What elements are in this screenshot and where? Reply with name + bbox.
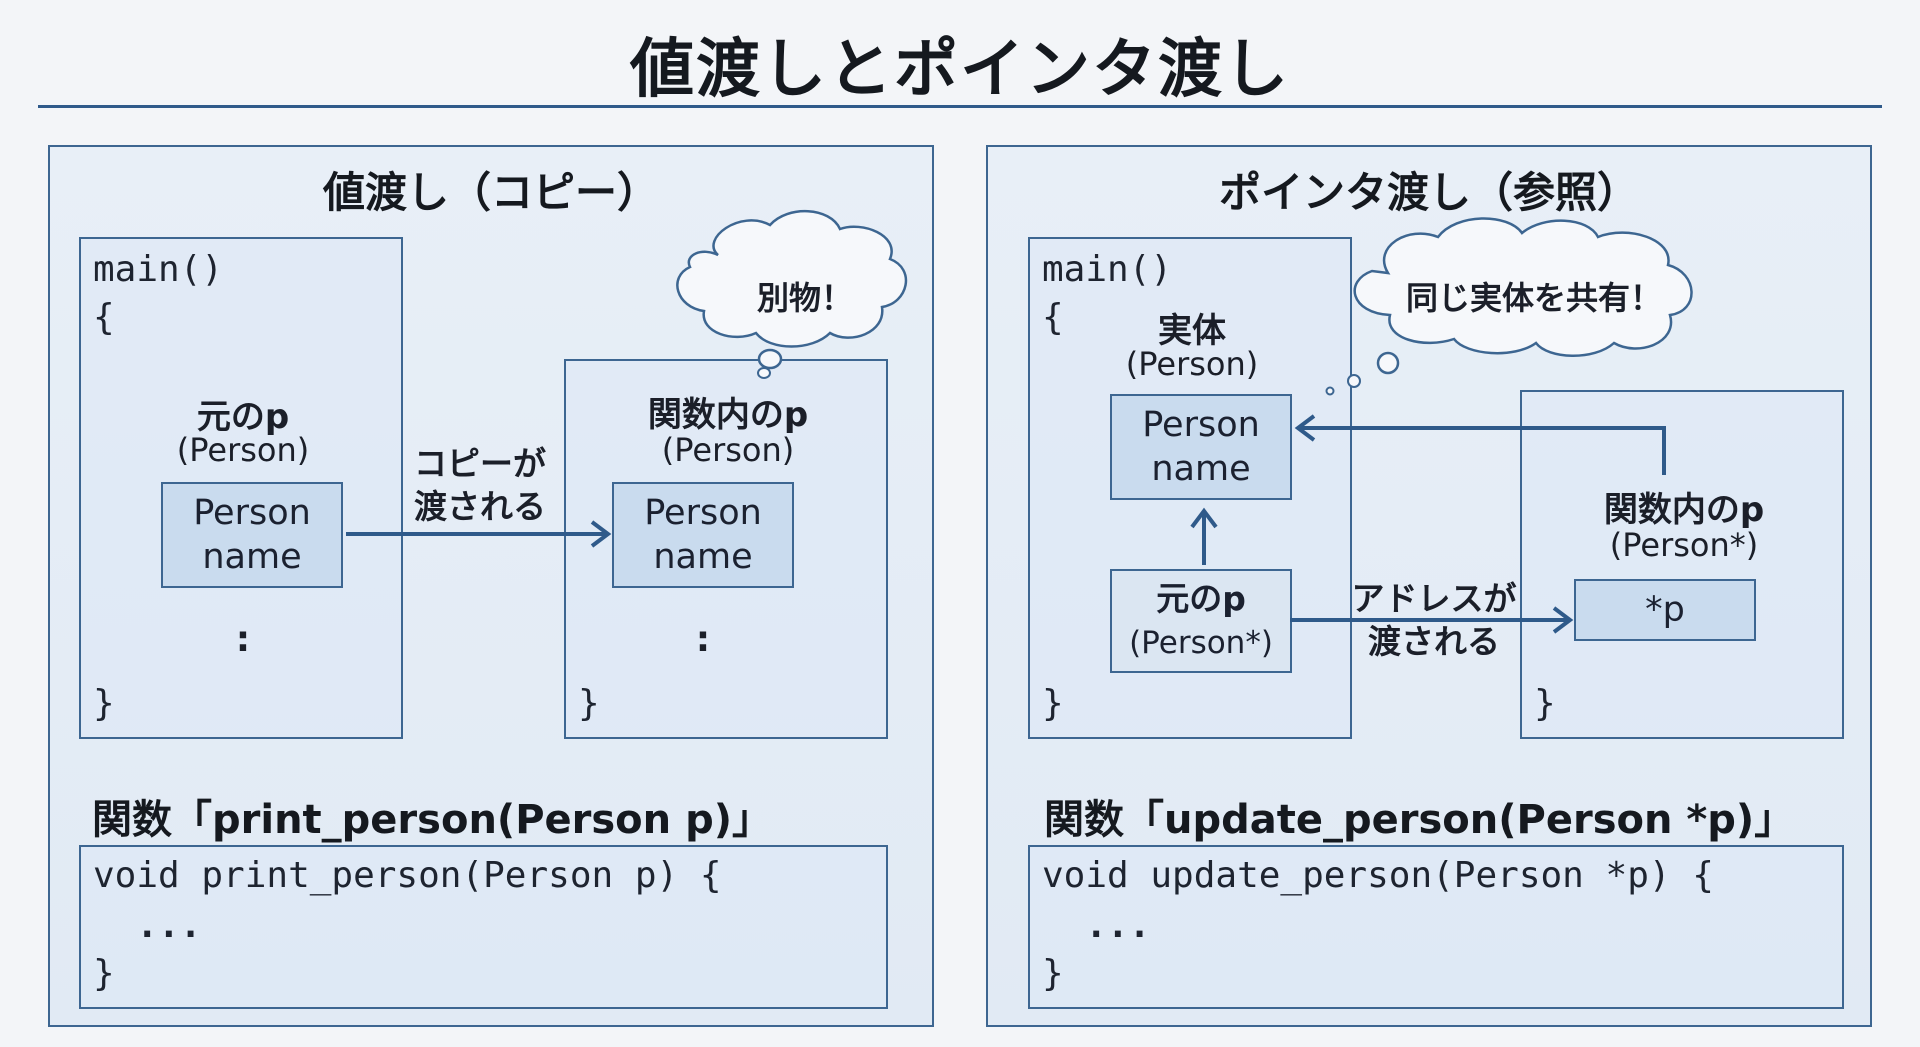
- entity-type: (Person): [1125, 345, 1259, 383]
- pointer-passing-panel: ポインタ渡し（参照） main() { 実体 (Person) Person n…: [986, 145, 1872, 1027]
- function-ellipsis: :: [695, 619, 711, 660]
- shared-entity-cloud-text: 同じ実体を共有！: [1405, 279, 1662, 317]
- function-scope-box: 関数内のp (Person) Person name : }: [564, 359, 888, 739]
- print-function-code-box: void print_person(Person p) { ... }: [79, 845, 888, 1009]
- function-p-label: 関数内のp: [647, 395, 809, 435]
- print-code-line-1: void print_person(Person p) {: [93, 855, 722, 896]
- original-struct-type: Person: [193, 493, 311, 533]
- pointer-function-p-label: 関数内のp: [1603, 490, 1765, 530]
- main-scope-box: main() { 元のp (Person) Person name : }: [79, 237, 403, 739]
- separate-object-cloud-shape: [346, 210, 908, 548]
- entity-struct-field: name: [1151, 449, 1251, 489]
- pointer-main-signature: main(): [1042, 249, 1173, 290]
- copied-struct-field: name: [653, 537, 753, 577]
- original-pointer-type: (Person*): [1129, 625, 1273, 661]
- main-ellipsis: :: [235, 619, 251, 660]
- function-p-type: (Person): [661, 431, 795, 469]
- main-signature: main(): [93, 249, 224, 290]
- function-brace-close: }: [578, 683, 600, 724]
- original-person-struct: Person name: [161, 482, 343, 588]
- separate-object-cloud-text: 別物！: [756, 279, 853, 317]
- main-brace-close: }: [93, 683, 115, 724]
- pointer-main-brace-close: }: [1042, 683, 1064, 724]
- address-arrow-label-2: 渡される: [1368, 622, 1500, 661]
- pointer-function-scope-box: 関数内のp (Person*) *p }: [1520, 390, 1844, 739]
- entity-person-struct: Person name: [1110, 394, 1292, 500]
- address-arrow-label-1: アドレスが: [1351, 579, 1517, 618]
- update-function-code-box: void update_person(Person *p) { ... }: [1028, 845, 1844, 1009]
- original-p-label: 元のp: [196, 397, 290, 437]
- pointer-function-brace-close: }: [1534, 683, 1556, 724]
- main-brace-open: {: [93, 297, 115, 338]
- pointer-main-scope-box: main() { 実体 (Person) Person name 元のp (Pe…: [1028, 237, 1352, 739]
- copy-arrow-label-1: コピーが: [414, 444, 546, 483]
- original-p-type: (Person): [176, 431, 310, 469]
- copied-struct-type: Person: [644, 493, 762, 533]
- pointer-passing-heading: ポインタ渡し（参照）: [1218, 168, 1639, 217]
- update-function-heading: 関数「update_person(Person *p)」: [1044, 797, 1795, 843]
- value-passing-panel: 値渡し（コピー） main() { 元のp (Person) Person na…: [48, 145, 934, 1027]
- original-pointer-box: 元のp (Person*): [1110, 569, 1292, 673]
- update-code-line-3: }: [1042, 953, 1064, 994]
- original-struct-field: name: [202, 537, 302, 577]
- update-code-line-1: void update_person(Person *p) {: [1042, 855, 1714, 896]
- entity-struct-type: Person: [1142, 405, 1260, 445]
- print-code-line-3: }: [93, 953, 115, 994]
- entity-label: 実体: [1158, 311, 1226, 351]
- pointer-main-brace-open: {: [1042, 297, 1064, 338]
- copy-arrow-label-2: 渡される: [414, 487, 546, 526]
- title-divider: [38, 105, 1882, 108]
- pointer-deref-box: *p: [1574, 579, 1756, 641]
- original-pointer-label: 元のp: [1156, 579, 1246, 618]
- pointer-function-p-type: (Person*): [1609, 526, 1759, 564]
- shared-entity-cloud-shape: [1190, 217, 1693, 634]
- value-passing-heading: 値渡し（コピー）: [322, 168, 659, 217]
- page-title: 値渡しとポインタ渡し: [630, 33, 1290, 107]
- pointer-deref-text: *p: [1645, 590, 1685, 630]
- print-code-line-2: ...: [93, 905, 202, 946]
- print-function-heading: 関数「print_person(Person p)」: [92, 797, 772, 843]
- update-code-line-2: ...: [1042, 905, 1151, 946]
- copied-person-struct: Person name: [612, 482, 794, 588]
